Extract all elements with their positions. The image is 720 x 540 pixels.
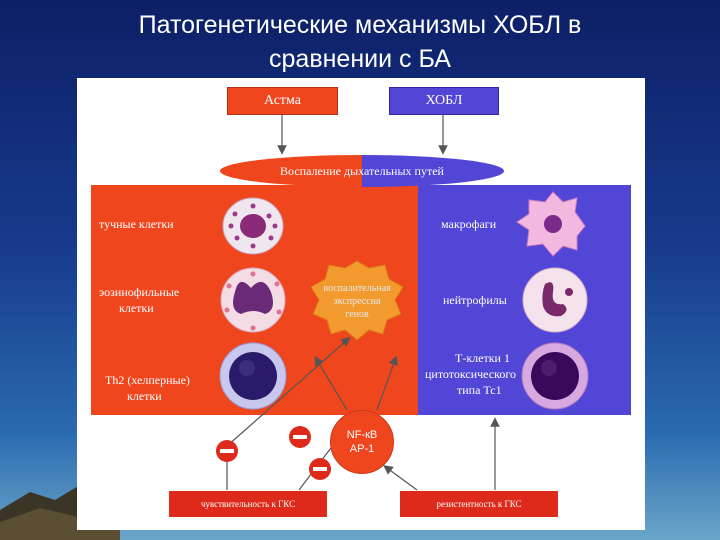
gene-expression-line-3: генов xyxy=(345,309,369,320)
eosinophil-label-1: эозинофильные xyxy=(99,285,180,299)
tcell-label-1: Т-клетки 1 xyxy=(455,351,510,365)
tc1-cell-icon xyxy=(521,342,589,410)
diagram-panel: Астма ХОБЛ Воспаление дыхательных путей xyxy=(77,78,645,530)
gene-expression-line-2: экспрессия xyxy=(333,296,381,307)
gcs-sensitivity-box: чувствительность к ГКС xyxy=(169,491,327,517)
nfkb-line-1: NF-кB xyxy=(346,429,378,441)
gcs-resistance-box: резистентность к ГКС xyxy=(400,491,558,517)
mast-cell-icon xyxy=(222,197,284,255)
gcs-sensitivity-label: чувствительность к ГКС xyxy=(200,499,296,509)
copd-box: ХОБЛ xyxy=(389,87,499,115)
no-entry-icon xyxy=(289,426,311,448)
neutrophil-cell-icon xyxy=(522,267,588,333)
no-entry-icon xyxy=(309,458,331,480)
th2-cell-icon xyxy=(219,342,287,410)
asthma-label: Астма xyxy=(263,93,302,108)
eosinophil-cell-icon xyxy=(220,267,286,333)
diagram-graphics xyxy=(219,114,589,491)
gcs-resistance-label: резистентность к ГКС xyxy=(436,499,522,509)
macrophage-label: макрофаги xyxy=(441,217,497,231)
gene-expression-text: воспалительная экспрессия генов xyxy=(317,282,397,321)
asthma-box: Астма xyxy=(227,87,338,115)
title-line-2: сравнении с БА xyxy=(269,45,451,73)
airway-inflammation-label: Воспаление дыхательных путей xyxy=(280,163,444,178)
sensitivity-line-3 xyxy=(226,336,351,447)
tcell-label-3: типа Тс1 xyxy=(457,383,502,397)
neutrophil-label: нейтрофилы xyxy=(443,293,507,307)
gene-expression-star xyxy=(310,260,404,341)
th2-label-1: Th2 (хелперные) xyxy=(105,373,190,387)
nfkb-line-2: AP-1 xyxy=(349,443,375,455)
mast-cells-label: тучные клетки xyxy=(99,217,174,231)
slide-title: Патогенетические механизмы ХОБЛ в сравне… xyxy=(0,8,720,76)
copd-label: ХОБЛ xyxy=(425,93,463,108)
macrophage-cell-icon xyxy=(516,191,586,257)
tcell-label-2: цитотоксического xyxy=(425,367,516,381)
resistance-line-1 xyxy=(383,465,418,491)
title-line-1: Патогенетические механизмы ХОБЛ в xyxy=(138,11,582,39)
airway-inflammation-ellipse: Воспаление дыхательных путей xyxy=(220,155,504,187)
nfkb-right-arrow xyxy=(376,355,398,411)
eosinophil-label-2: клетки xyxy=(119,301,154,315)
nfkb-left-arrow xyxy=(314,355,348,411)
gene-expression-line-1: воспалительная xyxy=(323,283,391,294)
nfkb-circle: NF-кB AP-1 xyxy=(330,410,394,474)
th2-label-2: клетки xyxy=(127,389,162,403)
no-entry-icon xyxy=(216,440,238,462)
